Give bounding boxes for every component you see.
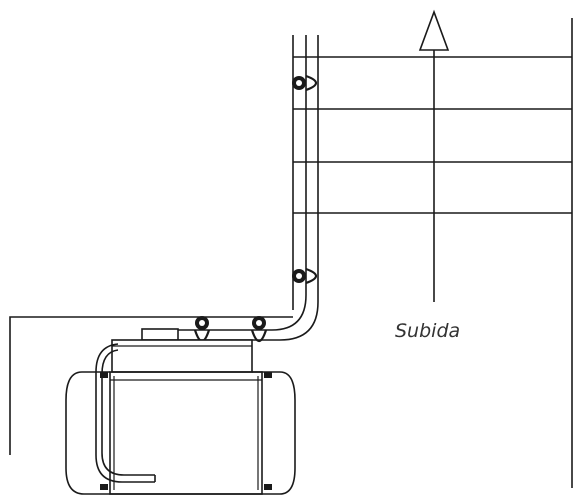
unit-housing-icon [65,339,296,495]
pipe-clamp-icon [292,74,318,92]
pipe-clamp-icon [292,267,318,285]
drain-pipe [141,35,319,341]
pipe-clamp-icon [250,316,268,343]
stair-steps [293,56,572,214]
up-arrow-icon [418,9,450,302]
ascent-label: Subida [395,320,460,342]
stair-rails [292,18,573,488]
pipe-clamp-icon [193,316,211,343]
hose [95,343,156,483]
